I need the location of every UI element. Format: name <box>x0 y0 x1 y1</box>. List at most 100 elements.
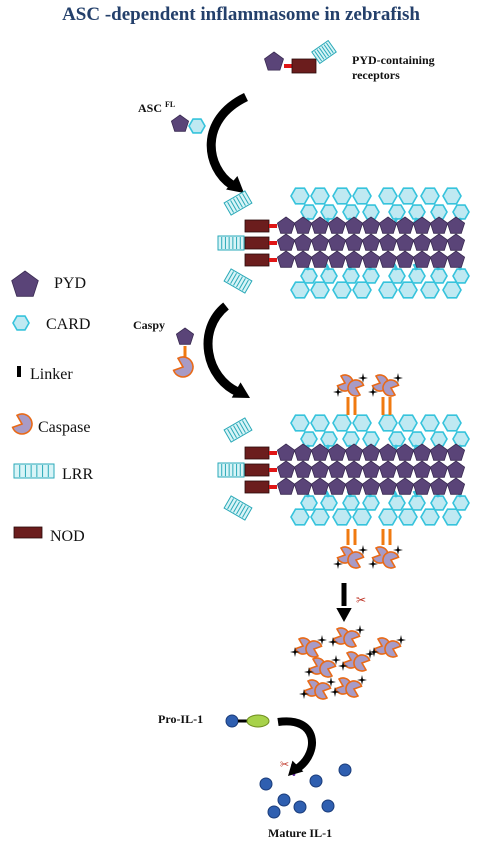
asc-pyd-filament <box>344 216 364 234</box>
asc-pyd-filament <box>293 460 313 478</box>
lrr-stripe <box>241 506 249 518</box>
speck-nod <box>244 253 270 267</box>
legend-label-card: CARD <box>46 316 91 333</box>
cleavage-star <box>326 677 336 687</box>
asc-pyd-filament <box>412 443 432 461</box>
caspase-domain <box>382 551 400 569</box>
card-hexagon <box>420 508 440 526</box>
caspy-label: Caspy <box>133 318 166 332</box>
card-hexagon <box>290 281 310 299</box>
card-hexagon <box>320 204 338 220</box>
asc-pyd-filament <box>446 216 466 234</box>
asc-card <box>188 118 206 134</box>
legend-linker-icon <box>17 366 21 377</box>
asc-pyd-filament <box>344 443 364 461</box>
card-hexagon <box>378 414 398 432</box>
cleavage-star <box>328 637 338 647</box>
legend-caspase-icon <box>11 413 33 435</box>
asc-pyd-filament <box>293 443 313 461</box>
speck-lrr <box>223 495 253 521</box>
card-linker <box>324 490 331 498</box>
legend-label-linker: Linker <box>30 366 73 383</box>
card-hexagon <box>290 508 310 526</box>
asc-pyd-filament <box>293 250 313 268</box>
asc-pyd-filament <box>446 477 466 495</box>
cleavage-star <box>368 559 378 569</box>
caspase-domain <box>382 379 400 397</box>
lrr-stripe <box>239 194 246 206</box>
card-linker <box>392 263 399 271</box>
released-caspase <box>314 682 332 700</box>
curved-arrow-1-head <box>226 175 244 193</box>
mature-il1 <box>267 805 281 819</box>
lrr-stripe <box>326 42 334 54</box>
curved-arrow-2-head <box>231 382 250 398</box>
released-caspase <box>345 680 363 698</box>
card-hexagon <box>290 187 310 205</box>
released-caspase <box>305 640 323 658</box>
asc-pyd-filament <box>378 460 398 478</box>
card-hexagon <box>452 431 470 447</box>
curved-arrow-3 <box>277 717 316 772</box>
card-hexagon <box>442 414 462 432</box>
scissors-icon: ✂ <box>356 593 366 607</box>
asc-pyd-filament <box>276 477 296 495</box>
lrr-stripe <box>233 501 240 513</box>
asc-pyd-filament <box>293 477 313 495</box>
card-hexagon <box>408 495 426 511</box>
lrr-stripe <box>230 272 237 284</box>
card-hexagon <box>362 495 380 511</box>
cleavage-star <box>355 625 365 635</box>
card-hexagon <box>408 268 426 284</box>
cleavage-star <box>368 387 378 397</box>
mature-il1 <box>277 793 291 807</box>
released-caspase <box>384 640 402 658</box>
speck-nod <box>244 446 270 460</box>
asc-pyd-filament <box>276 250 296 268</box>
card-hexagon <box>352 281 372 299</box>
card-hexagon <box>310 187 330 205</box>
card-hexagon <box>420 187 440 205</box>
card-hexagon <box>430 495 448 511</box>
card-hexagon <box>310 281 330 299</box>
pro-il1-label: Pro-IL-1 <box>158 712 204 726</box>
cleavage-star <box>358 545 368 555</box>
card-hexagon <box>408 204 426 220</box>
card-hexagon <box>442 281 462 299</box>
lrr-stripe <box>227 271 235 283</box>
card-hexagon <box>398 187 418 205</box>
card-hexagon <box>352 414 372 432</box>
asc-pyd-filament <box>429 216 449 234</box>
card-hexagon <box>452 204 470 220</box>
cleavage-star <box>396 635 406 645</box>
mature-il1 <box>309 774 323 788</box>
card-hexagon <box>300 268 318 284</box>
lrr-stripe <box>233 274 240 286</box>
speck-nod <box>244 463 270 477</box>
asc-pyd-filament <box>293 216 313 234</box>
lrr-stripe <box>241 420 249 432</box>
asc-pyd-filament <box>310 233 330 251</box>
asc-pyd-filament <box>395 233 415 251</box>
card-hexagon <box>352 187 372 205</box>
asc-pyd-filament <box>378 477 398 495</box>
asc-pyd-filament <box>429 460 449 478</box>
card-hexagon <box>362 431 380 447</box>
card-linker <box>412 263 419 271</box>
cleavage-star <box>393 545 403 555</box>
card-hexagon <box>332 187 352 205</box>
diagram-title: ASC -dependent inflammasome in zebrafish <box>62 4 420 25</box>
asc-pyd-filament <box>378 250 398 268</box>
lrr-stripe <box>314 50 322 62</box>
lrr-stripe <box>227 498 235 510</box>
lrr-stripe <box>227 428 235 440</box>
card-hexagon <box>398 281 418 299</box>
asc-pyd-filament <box>429 477 449 495</box>
lrr-stripe <box>230 499 237 511</box>
card-hexagon <box>310 508 330 526</box>
asc-pyd-filament <box>344 477 364 495</box>
curved-arrow-3-head <box>288 760 304 776</box>
cleavage-star <box>331 655 341 665</box>
caspy-pyd <box>175 327 195 345</box>
asc-pyd-filament <box>327 443 347 461</box>
